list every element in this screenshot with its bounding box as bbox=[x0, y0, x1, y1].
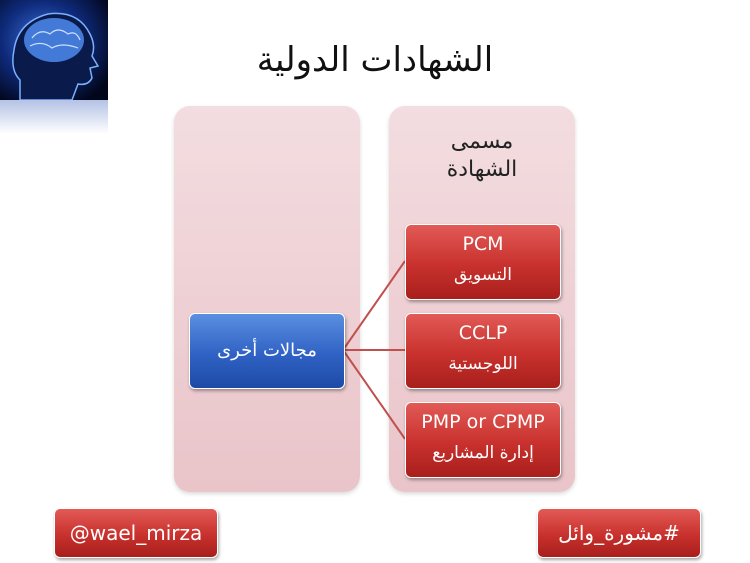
certificate-field: اللوجستية bbox=[448, 354, 518, 374]
certificate-box-cclp: CCLP اللوجستية bbox=[405, 313, 561, 389]
certificate-box-pmp: PMP or CPMP إدارة المشاريع bbox=[405, 402, 561, 478]
connector-line-1 bbox=[342, 260, 406, 351]
other-fields-node: مجالات أخرى bbox=[189, 313, 345, 389]
head-silhouette-icon bbox=[12, 12, 100, 100]
left-column-panel bbox=[174, 106, 360, 492]
certificate-code: PCM bbox=[462, 233, 504, 255]
certificate-code: CCLP bbox=[458, 322, 508, 344]
brain-logo-image bbox=[0, 0, 108, 100]
logo-reflection bbox=[0, 100, 108, 134]
hashtag-tag: #مشورة_وائل bbox=[537, 508, 701, 558]
header-line-2: الشهادة bbox=[446, 157, 518, 182]
certificate-code: PMP or CPMP bbox=[421, 411, 545, 433]
connector-line-3 bbox=[342, 349, 406, 440]
certificate-name-header: مسمى الشهادة bbox=[389, 128, 575, 184]
twitter-handle-tag: @wael_mirza bbox=[54, 508, 218, 558]
slide-title: الشهادات الدولية bbox=[256, 40, 494, 80]
certificate-box-pcm: PCM التسويق bbox=[405, 224, 561, 300]
header-line-1: مسمى bbox=[450, 129, 514, 154]
certificate-field: التسويق bbox=[454, 265, 512, 285]
certificate-field: إدارة المشاريع bbox=[432, 443, 534, 463]
